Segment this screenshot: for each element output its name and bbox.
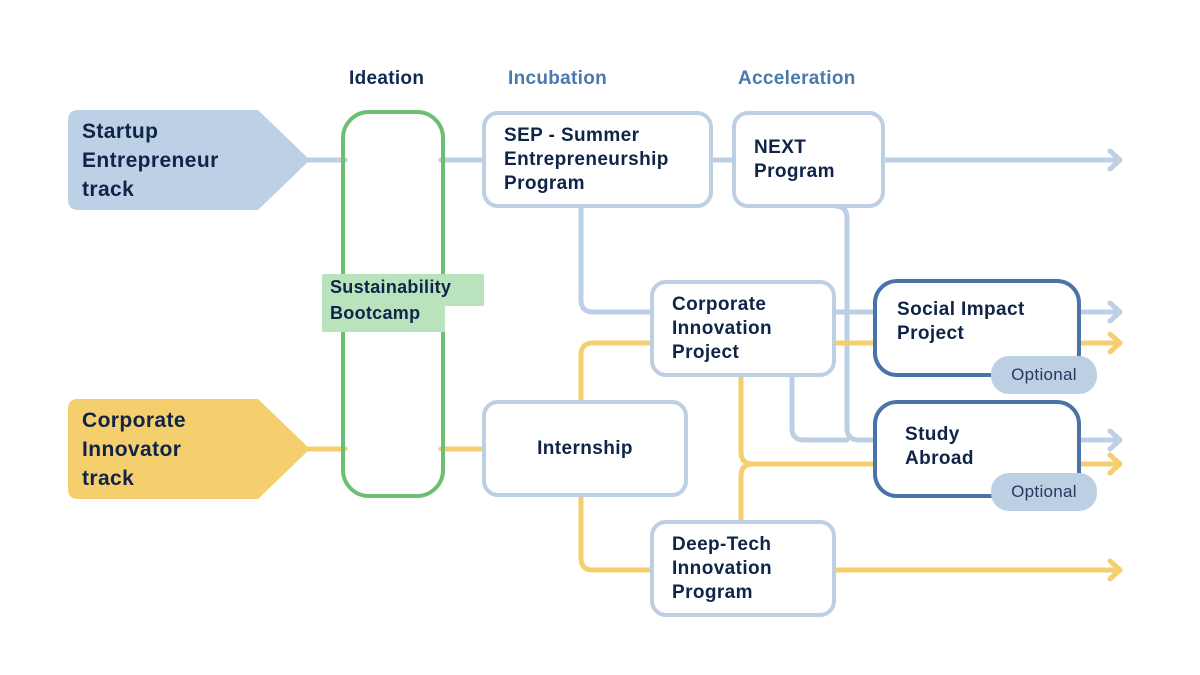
study-line-1: Study (905, 424, 960, 445)
corporate-track-line-2: Innovator (82, 438, 182, 461)
phase-incubation: Incubation (508, 68, 608, 89)
sep-line-3: Program (504, 172, 585, 194)
next-to-study-wire (832, 203, 878, 443)
sep-to-cip-wire (578, 203, 655, 315)
study-line-2: Abroad (905, 448, 974, 469)
sep-line-2: Entrepreneurship (504, 148, 669, 170)
deeptech-line-1: Deep-Tech (672, 533, 772, 555)
social-blue-exit-wire-arrowhead-icon (1107, 300, 1123, 324)
study-blue-exit-wire-arrowhead-icon (1107, 428, 1123, 452)
cip-line-1: Corporate (672, 293, 767, 315)
cip-to-study-yellow-wire (738, 372, 878, 467)
startup-track-line-2: Entrepreneur (82, 149, 219, 172)
cip-line-3: Project (672, 341, 740, 363)
wire-group (302, 148, 1123, 582)
deep-tech-program-box: Deep-Tech Innovation Program (650, 520, 836, 617)
next-line-2: Program (754, 160, 835, 182)
corporate-track-line-1: Corporate (82, 409, 186, 432)
social-optional-badge: Optional (991, 356, 1097, 394)
sep-line-1: SEP - Summer (504, 124, 640, 146)
deeptech-to-study-wire (738, 461, 756, 525)
deeptech-exit-wire-arrowhead-icon (1107, 558, 1123, 582)
bootcamp-line-2: Bootcamp (330, 303, 421, 323)
startup-track-line-3: track (82, 178, 135, 201)
sustainability-bootcamp: Sustainability Bootcamp (322, 274, 484, 332)
deeptech-line-3: Program (672, 581, 753, 603)
social-line-1: Social Impact (897, 299, 1025, 320)
bootcamp-label-bg (322, 274, 484, 332)
cip-line-2: Innovation (672, 317, 773, 339)
cip-to-study-blue-wire (789, 372, 850, 443)
next-exit-wire-arrowhead-icon (1107, 148, 1123, 172)
sep-program-box: SEP - Summer Entrepreneurship Program (482, 111, 713, 208)
startup-track: Startup Entrepreneur track (82, 117, 219, 204)
corporate-track-line-3: track (82, 467, 135, 490)
next-program-box: NEXT Program (732, 111, 885, 208)
study-yellow-exit-wire-arrowhead-icon (1107, 452, 1123, 476)
corporate-track-shape (68, 399, 310, 499)
social-yellow-exit-wire-arrowhead-icon (1107, 331, 1123, 355)
study-optional-badge: Optional (991, 473, 1097, 511)
deeptech-line-2: Innovation (672, 557, 773, 579)
internship-label: Internship (537, 437, 633, 459)
corporate-track: Corporate Innovator track (82, 406, 186, 493)
social-impact-project-box: Social Impact Project (873, 279, 1081, 377)
startup-track-shape (68, 110, 310, 210)
next-line-1: NEXT (754, 136, 807, 158)
phase-acceleration: Acceleration (738, 68, 856, 89)
corporate-innovation-project-box: Corporate Innovation Project (650, 280, 836, 377)
bootcamp-line-1: Sustainability (330, 277, 452, 297)
startup-track-line-1: Startup (82, 120, 159, 143)
social-line-2: Project (897, 323, 965, 344)
phase-ideation: Ideation (349, 68, 425, 89)
internship-to-cip-wire (578, 340, 655, 405)
internship-box: Internship (482, 400, 688, 497)
internship-to-deeptech-wire (578, 492, 655, 573)
